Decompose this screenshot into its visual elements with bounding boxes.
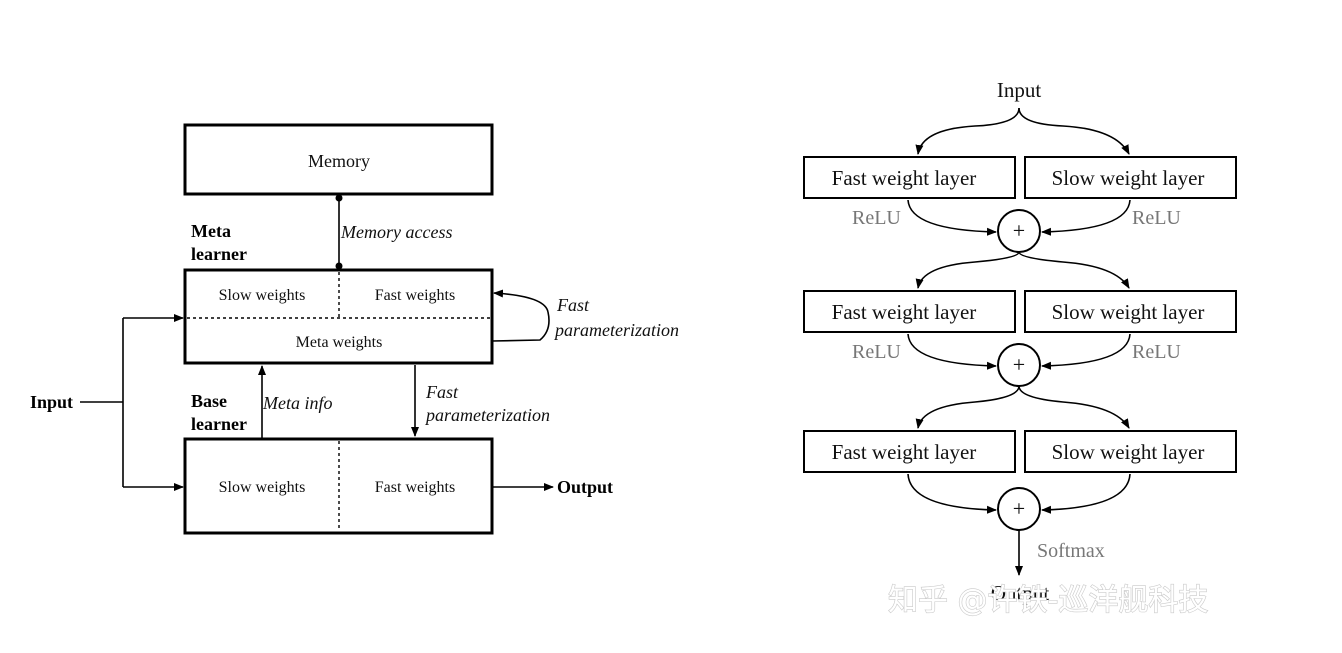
fast-weight-layer-2-label: Fast weight layer [832, 300, 977, 324]
meta-learner-label-line2: learner [191, 244, 247, 264]
split-left-2 [915, 251, 1020, 289]
slow-weight-layer-1-label: Slow weight layer [1052, 166, 1205, 190]
watermark: 知乎 @许铁-巡洋舰科技 [888, 583, 1208, 618]
split-left-3 [915, 385, 1020, 429]
meta-info-label: Meta info [262, 393, 333, 413]
fast-weight-layer-1 [803, 156, 1016, 199]
fast-param-right-line1: Fast [556, 295, 590, 315]
softmax-label: Softmax [1037, 540, 1105, 562]
meta-weights-label: Meta weights [296, 334, 383, 351]
base-learner-label-line1: Base [191, 391, 227, 411]
relu-left-2: ReLU [852, 341, 901, 363]
fast-param-loop-arrow [491, 289, 550, 342]
meta-learner-label-line1: Meta [191, 221, 231, 241]
memory-label: Memory [308, 151, 370, 171]
slow-weight-layer-3-label: Slow weight layer [1052, 440, 1205, 464]
merge-left-2 [907, 333, 997, 370]
input-split-right [1018, 107, 1130, 155]
fast-param-right-line2: parameterization [553, 320, 679, 340]
merge-left-1 [907, 199, 997, 236]
sum-node-1-label: + [1013, 218, 1025, 243]
left-output-label: Output [557, 477, 613, 497]
fast-param-mid-line2: parameterization [424, 405, 550, 425]
memory-access-dot-bottom [335, 262, 343, 270]
merge-right-1 [1041, 199, 1131, 236]
fast-param-mid-line1: Fast [425, 382, 459, 402]
memory-box [183, 123, 494, 196]
memory-access-label: Memory access [340, 222, 452, 242]
relu-right-2: ReLU [1132, 341, 1181, 363]
left-diagram: Memory Memory access Meta learner Slow w… [30, 123, 679, 535]
right-output-label: Output [991, 581, 1050, 605]
relu-right-1: ReLU [1132, 207, 1181, 229]
input-split-left [915, 107, 1020, 155]
merge-right-2 [1041, 333, 1131, 370]
fast-weight-layer-3-label: Fast weight layer [832, 440, 977, 464]
right-input-label: Input [997, 78, 1041, 102]
fast-weight-layer-1-label: Fast weight layer [832, 166, 977, 190]
slow-weight-layer-1 [1024, 156, 1237, 199]
meta-fast-weights-label: Fast weights [375, 287, 455, 304]
split-right-3 [1018, 385, 1130, 429]
sum-node-2-label: + [1013, 352, 1025, 377]
right-diagram: Input Fast weight layer Slow weight laye… [803, 78, 1237, 605]
meta-slow-weights-label: Slow weights [219, 287, 306, 304]
split-right-2 [1018, 251, 1130, 289]
slow-weight-layer-3 [1024, 430, 1237, 473]
slow-weight-layer-2 [1024, 290, 1237, 333]
merge-right-3 [1041, 473, 1131, 514]
base-slow-weights-label: Slow weights [219, 479, 306, 496]
memory-access-dot-top [335, 194, 343, 202]
left-input-label: Input [30, 392, 73, 412]
base-fast-weights-label: Fast weights [375, 479, 455, 496]
sum-node-3-label: + [1013, 496, 1025, 521]
slow-weight-layer-2-label: Slow weight layer [1052, 300, 1205, 324]
fast-weight-layer-2 [803, 290, 1016, 333]
fast-weight-layer-3 [803, 430, 1016, 473]
base-learner-label-line2: learner [191, 414, 247, 434]
merge-left-3 [907, 473, 997, 514]
relu-left-1: ReLU [852, 207, 901, 229]
